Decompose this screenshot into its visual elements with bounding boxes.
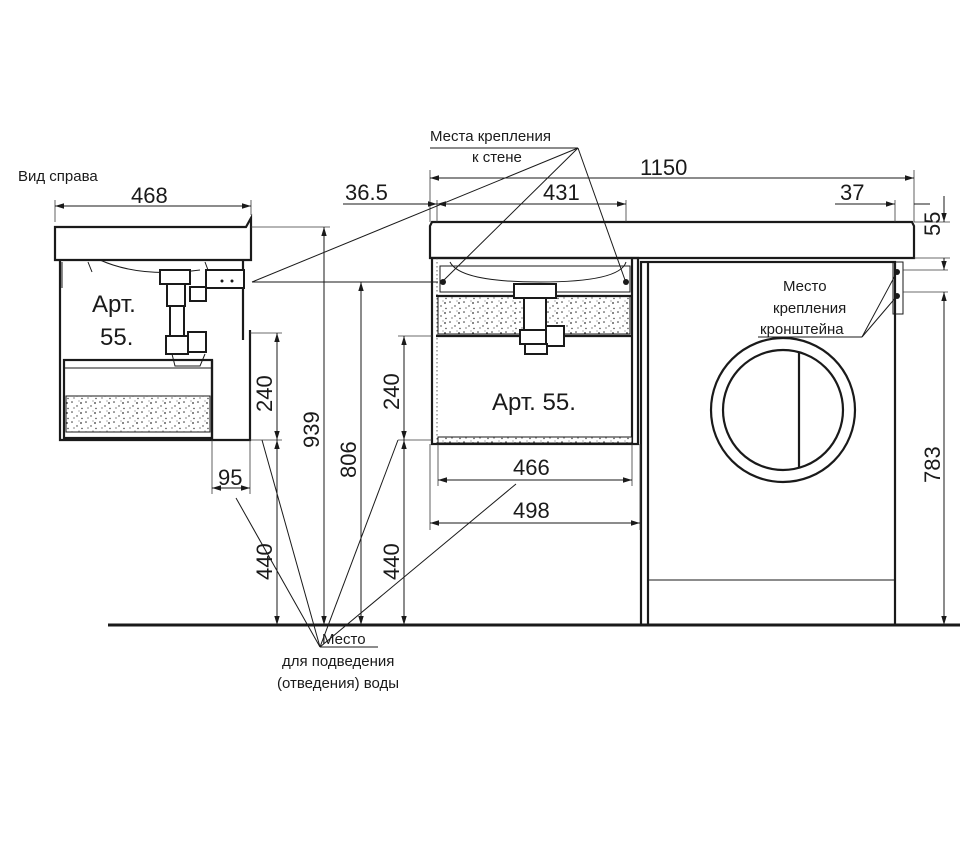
dim-washer-h: 783 — [920, 446, 945, 483]
side-view: Арт. 55. — [53, 213, 253, 442]
dim-front-drawer-h: 240 — [379, 373, 404, 410]
dim-front-inner-w: 466 — [513, 455, 550, 480]
dim-front-outlet-h: 440 — [379, 543, 404, 580]
water-label-3: (отведения) воды — [277, 675, 399, 692]
side-view-title: Вид справа — [18, 168, 98, 185]
water-label-1: Место — [322, 631, 366, 648]
dim-side-depth-small: 95 — [218, 465, 242, 490]
bracket-label-3: кронштейна — [760, 321, 844, 338]
side-art-label-2: 55. — [100, 324, 133, 351]
water-label-2: для подведения — [282, 653, 394, 670]
dim-side-width: 468 — [131, 183, 168, 208]
dim-side-drawer-h: 240 — [252, 375, 277, 412]
front-art-label: Арт. 55. — [492, 389, 576, 416]
washing-machine — [639, 260, 904, 627]
dim-front-top-thick: 55 — [920, 212, 945, 236]
dim-front-cabinet-h: 806 — [336, 441, 361, 478]
dim-front-offset-right: 37 — [840, 180, 864, 205]
wall-mount-label-1: Места крепления — [430, 128, 551, 145]
dim-front-total-w: 1150 — [640, 155, 687, 180]
bracket-label-2: крепления — [773, 300, 846, 317]
dim-front-offset-left: 36.5 — [345, 180, 388, 205]
dim-front-bowl-w: 431 — [543, 180, 580, 205]
dim-front-cabinet-w: 498 — [513, 498, 550, 523]
bracket-label-1: Место — [783, 278, 827, 295]
wall-mount-label-2: к стене — [472, 149, 522, 166]
dim-side-total-h: 939 — [299, 411, 324, 448]
side-art-label-1: Арт. — [92, 291, 136, 318]
